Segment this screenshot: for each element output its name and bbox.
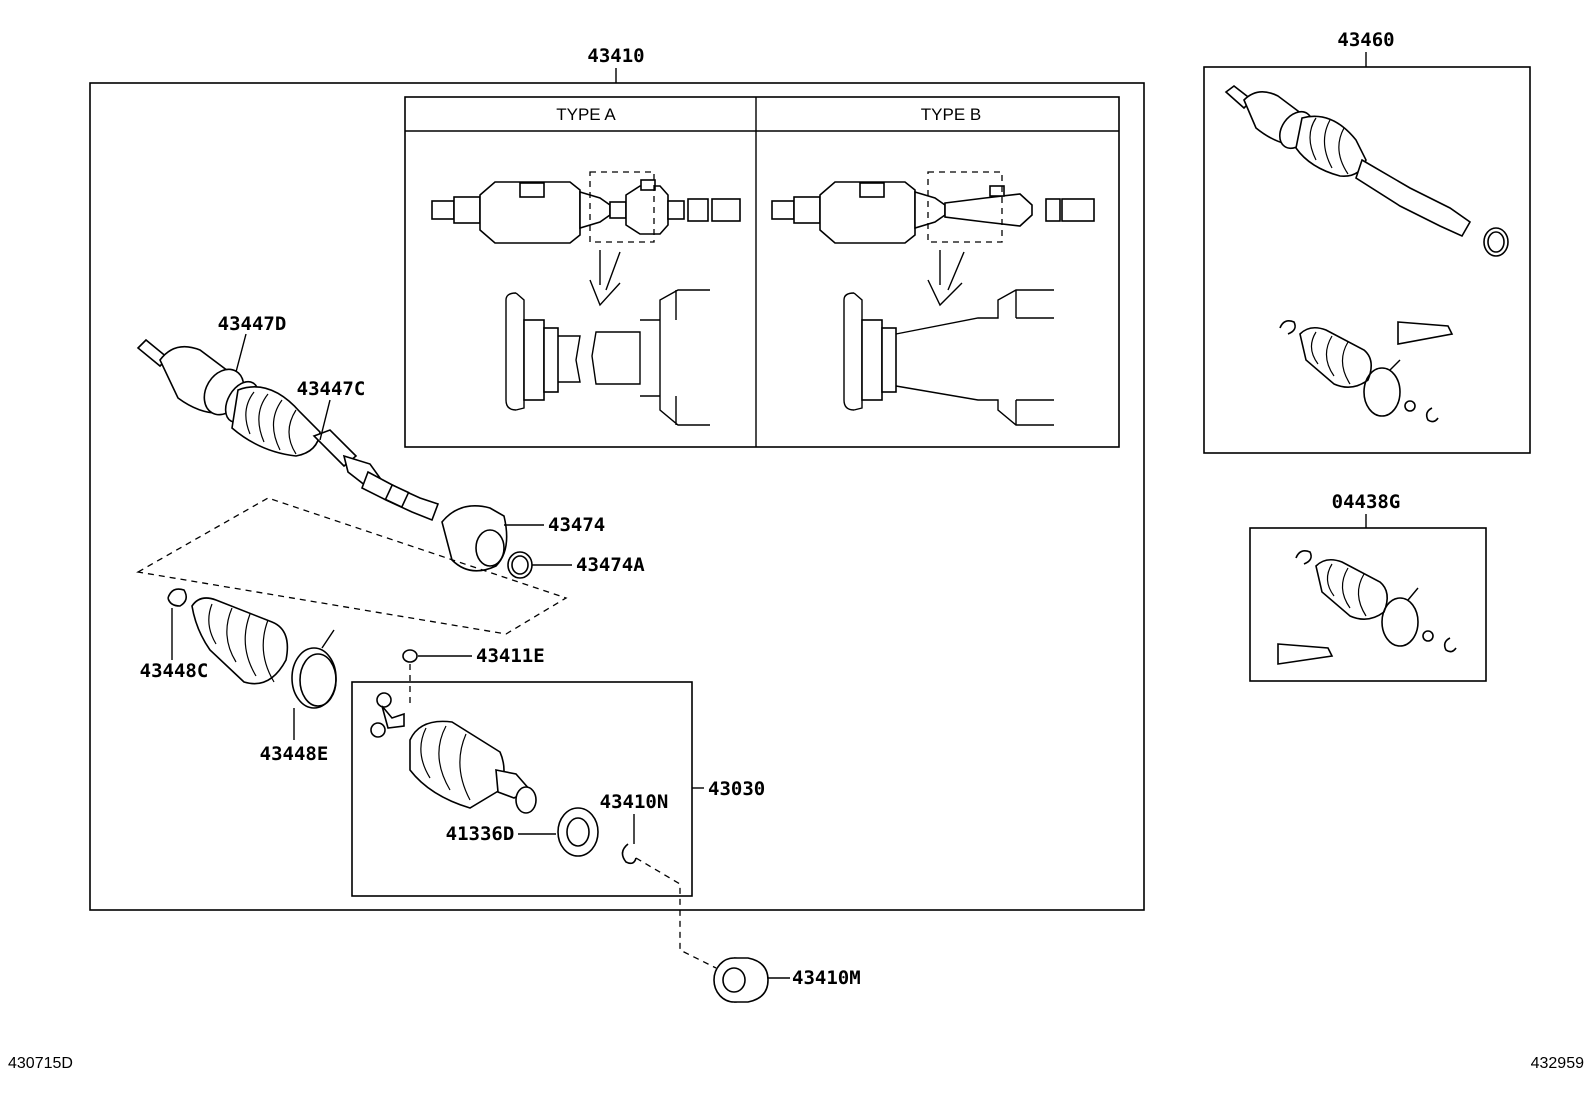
type-inset-box bbox=[404, 96, 1120, 448]
label-43448E[interactable]: 43448E bbox=[260, 743, 329, 765]
label-43411E[interactable]: 43411E bbox=[476, 645, 545, 667]
type-a-header: TYPE A bbox=[556, 105, 616, 124]
type-a-shaft-drawing bbox=[431, 171, 741, 426]
boot-kit-04438G-group: 04438G bbox=[1249, 491, 1487, 682]
label-43447D[interactable]: 43447D bbox=[218, 313, 287, 335]
label-41336D[interactable]: 41336D bbox=[446, 823, 515, 845]
label-04438G[interactable]: 04438G bbox=[1332, 491, 1401, 513]
label-43030[interactable]: 43030 bbox=[708, 778, 765, 800]
main-assembly-group: 43410 bbox=[89, 45, 1145, 911]
drive-shaft-drawing bbox=[136, 333, 440, 522]
label-43410M[interactable]: 43410M bbox=[792, 967, 861, 989]
type-b-header: TYPE B bbox=[921, 105, 981, 124]
outboard-joint-group bbox=[351, 681, 717, 969]
outboard-joint-box bbox=[351, 681, 693, 897]
footer-code-left: 430715D bbox=[8, 1055, 73, 1072]
damper-drawing bbox=[441, 505, 572, 579]
label-43448C[interactable]: 43448C bbox=[140, 660, 209, 682]
label-43410[interactable]: 43410 bbox=[587, 45, 644, 67]
shaft-assy-43460-box bbox=[1203, 66, 1531, 454]
type-b-shaft-drawing bbox=[771, 171, 1095, 426]
main-assembly-box bbox=[89, 82, 1145, 911]
label-43410N[interactable]: 43410N bbox=[600, 791, 669, 813]
footer-code-right: 432959 bbox=[1531, 1055, 1584, 1072]
type-inset: TYPE A TYPE B bbox=[404, 96, 1120, 448]
boot-kit-drawing bbox=[167, 588, 337, 740]
boot-kit-04438G-box bbox=[1249, 527, 1487, 682]
bearing-43410M bbox=[713, 957, 790, 1003]
boot-kit-outline bbox=[136, 497, 568, 635]
shaft-assy-43460-group: 43460 bbox=[1203, 29, 1531, 454]
label-43447C[interactable]: 43447C bbox=[297, 378, 366, 400]
label-43460[interactable]: 43460 bbox=[1337, 29, 1394, 51]
label-43474A[interactable]: 43474A bbox=[576, 554, 645, 576]
snap-ring-43411E bbox=[402, 649, 472, 706]
label-43474[interactable]: 43474 bbox=[548, 514, 605, 536]
